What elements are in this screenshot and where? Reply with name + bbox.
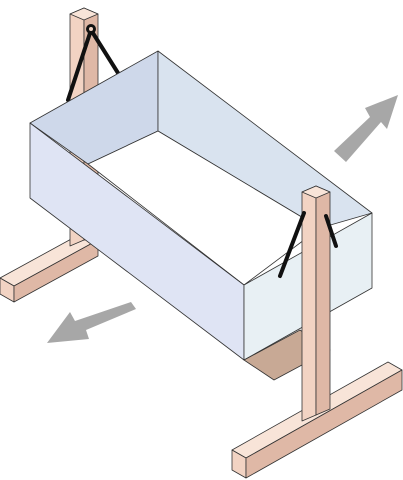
back-post-top xyxy=(69,7,99,21)
front-stand xyxy=(231,185,403,479)
front-foot-side xyxy=(245,369,403,479)
front-post-front xyxy=(301,185,317,422)
back-strap xyxy=(66,24,120,102)
basket xyxy=(29,50,373,361)
front-post-top xyxy=(301,185,331,199)
front-strap xyxy=(278,211,338,278)
swing-arrow-icon-left xyxy=(47,302,136,343)
swing-arrow-icon-right xyxy=(334,95,398,162)
back-foot-side xyxy=(13,239,99,303)
